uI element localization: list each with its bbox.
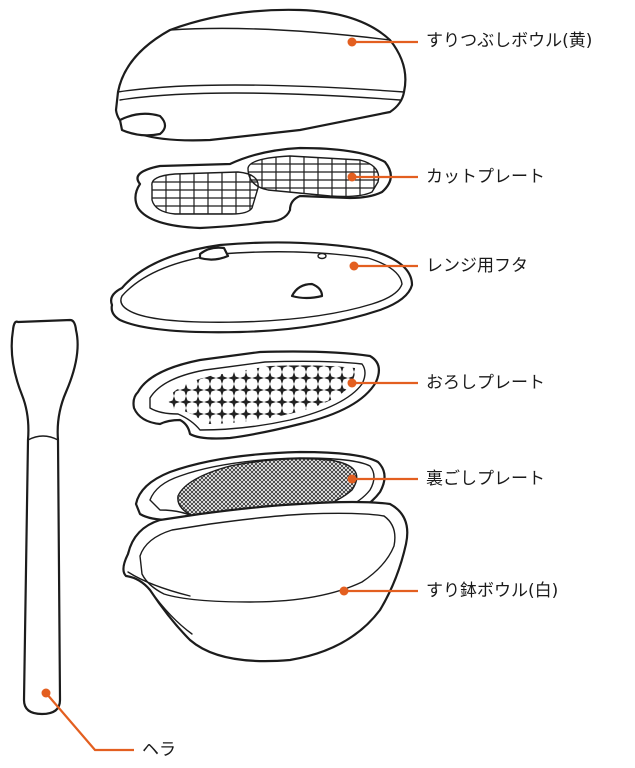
label-strainer-plate: 裏ごしプレート xyxy=(426,469,545,489)
label-microwave-lid: レンジ用フタ xyxy=(426,256,528,276)
label-grater-plate: おろしプレート xyxy=(426,373,545,393)
label-spatula: ヘラ xyxy=(142,740,176,760)
spatula xyxy=(10,318,79,716)
mortar-bowl-white xyxy=(122,500,409,663)
label-cut-plate: カットプレート xyxy=(426,167,545,187)
leader-lines xyxy=(41,37,418,752)
cut-plate xyxy=(134,146,392,230)
grater-plate xyxy=(132,350,381,440)
grinding-bowl-yellow xyxy=(114,8,407,142)
microwave-lid xyxy=(110,241,414,334)
label-mortar-bowl-white: すり鉢ボウル(白) xyxy=(426,581,559,601)
label-grinding-bowl-yellow: すりつぶしボウル(黄) xyxy=(426,31,593,51)
